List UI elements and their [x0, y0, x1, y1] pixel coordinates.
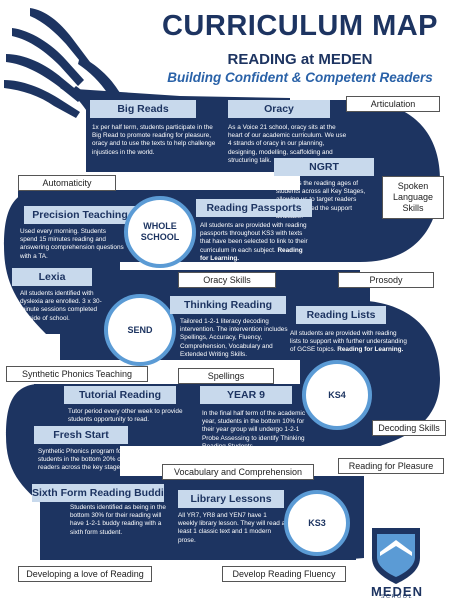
circle-whole-school: WHOLE SCHOOL [124, 196, 196, 268]
ngrt-header: NGRT [274, 158, 374, 176]
lexia-text: All students identified with dyslexia ar… [20, 290, 102, 322]
year9-header: YEAR 9 [200, 386, 292, 404]
logo-name: MEDEN [371, 584, 423, 599]
reading-passports-header: Reading Passports [196, 199, 312, 217]
circle-ks3-label: KS3 [308, 517, 326, 528]
reading-lists-header: Reading Lists [296, 306, 386, 324]
fresh-start-text: Synthetic Phonics program for students i… [38, 448, 124, 472]
circle-whole-school-label: WHOLE SCHOOL [140, 221, 180, 242]
circle-send: SEND [104, 294, 176, 366]
label-articulation: Articulation [346, 96, 440, 112]
label-prosody: Prosody [338, 272, 434, 288]
big-reads-header: Big Reads [90, 100, 196, 118]
big-reads-text: 1x per half term, students participate i… [92, 124, 216, 156]
oracy-header: Oracy [228, 100, 330, 118]
label-automaticity: Automaticity [18, 175, 116, 191]
reading-lists-body: All students are provided with reading l… [290, 330, 407, 354]
page-tagline: Building Confident & Competent Readers [167, 70, 433, 85]
library-lessons-text: All YR7, YR8 and YEN7 have 1 weekly libr… [178, 512, 287, 544]
thinking-reading-header: Thinking Reading [170, 296, 286, 314]
page-title: CURRICULUM MAP [161, 10, 439, 42]
meden-logo-shield [372, 528, 420, 584]
precision-teaching-header: Precision Teaching [24, 206, 136, 224]
label-love-reading: Developing a love of Reading [18, 566, 152, 582]
circle-send-label: SEND [127, 324, 153, 335]
circle-ks3: KS3 [284, 490, 350, 556]
logo-sub: SCHOOL [380, 594, 414, 600]
label-synthetic-phonics: Synthetic Phonics Teaching [6, 366, 148, 382]
reading-lists-text: All students are provided with reading l… [290, 330, 408, 355]
label-spellings: Spellings [178, 368, 274, 384]
sixth-form-text: Students identified as being in the bott… [70, 504, 166, 536]
label-reading-pleasure: Reading for Pleasure [338, 458, 444, 474]
fresh-start-header: Fresh Start [34, 426, 128, 444]
lexia-header: Lexia [12, 268, 92, 286]
label-oracy-skills: Oracy Skills [178, 272, 276, 288]
thinking-reading-text: Tailored 1-2-1 literacy decoding interve… [180, 318, 288, 358]
label-spoken-language: Spoken Language Skills [382, 176, 444, 219]
label-vocabulary: Vocabulary and Comprehension [162, 464, 314, 480]
oracy-text: As a Voice 21 school, oracy sits at the … [228, 124, 347, 164]
reading-passports-body: All students are provided with reading p… [200, 222, 308, 254]
sixth-form-header: Sixth Form Reading Buddies [32, 484, 176, 502]
year9-text: In the final half term of the academic y… [202, 410, 306, 450]
reading-passports-text: All students are provided with reading p… [200, 222, 310, 263]
label-decoding: Decoding Skills [372, 420, 446, 436]
library-lessons-header: Library Lessons [178, 490, 284, 508]
circle-ks4-label: KS4 [328, 389, 346, 400]
reading-passports-bold: Reading for Learning. [200, 246, 303, 262]
tutorial-reading-header: Tutorial Reading [64, 386, 176, 404]
reading-lists-bold: Reading for Learning. [337, 346, 404, 354]
circle-ks4: KS4 [302, 360, 372, 430]
precision-teaching-text: Used every morning. Students spend 15 mi… [20, 228, 124, 260]
page-subtitle: READING at MEDEN [227, 51, 373, 68]
tutorial-reading-text: Tutor period every other week to provide… [68, 408, 183, 424]
label-fluency: Develop Reading Fluency [222, 566, 346, 582]
